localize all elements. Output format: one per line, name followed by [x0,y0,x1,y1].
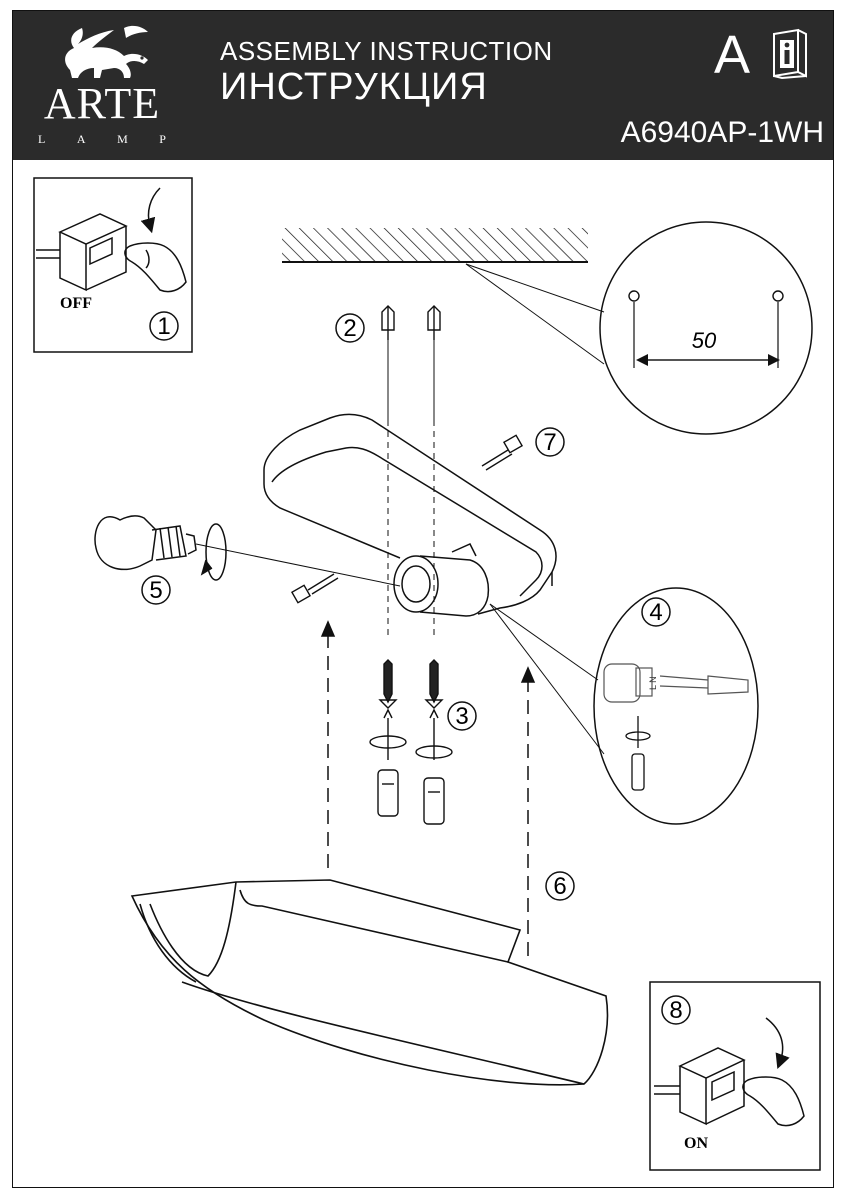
model-number: A6940AP-1WH [620,116,824,149]
section-letter: A [714,25,751,85]
step6-number: 6 [553,873,566,900]
step1-badge [149,311,179,341]
title-english: ASSEMBLY INSTRUCTION [220,36,553,66]
side-screw-top [481,434,524,471]
step8-number: 8 [669,997,682,1024]
wire-labels: L N [648,676,658,690]
mounting-bracket [263,413,557,640]
brand-sub-letter: L [38,132,46,146]
curved-arrow-icon [140,187,161,234]
brand-sub-letter: A [76,132,86,146]
off-label: OFF [60,295,92,312]
on-label: ON [684,1135,708,1152]
title-russian: ИНСТРУКЦИЯ [220,66,488,108]
step5-badge [141,575,171,605]
ceiling [282,228,588,263]
wiring-detail: L N 4 [489,587,759,825]
brand-subtitle: L A M P [38,132,166,147]
info-book-icon [773,28,807,80]
brand-logo: ARTE L A M P [32,18,172,150]
side-screw-bottom [290,573,339,604]
hand-icon [742,1076,805,1127]
step2-badge [335,313,365,343]
step1-number: 1 [157,313,170,340]
step4-number: 4 [649,599,662,626]
brand-sub-letter: M [117,132,128,146]
wall-switch-icon [654,1047,746,1126]
hand-icon [124,242,187,293]
brand-name: ARTE [43,79,161,128]
shade-direction-arrows [320,620,536,956]
wall-switch-icon [36,213,128,292]
dimension-label: 50 [692,328,717,353]
step6-badge [545,871,575,901]
step5-number: 5 [149,577,162,604]
header-bar [12,10,834,160]
light-bulb-icon [94,515,401,587]
page-frame [12,10,834,1188]
brand-sub-letter: P [159,132,166,146]
lamp-socket [393,543,490,617]
step8-switch-on-panel: ON 8 [649,981,821,1171]
step3-badge [447,701,477,731]
curved-arrow-icon [765,1017,790,1070]
step8-badge [661,995,691,1025]
screws-and-screwdrivers [369,659,453,825]
step7-badge [535,427,565,457]
step2-number: 2 [343,315,356,342]
step4-badge [641,597,671,627]
wall-plugs [381,305,441,420]
griffin-logo-icon [65,25,148,78]
step3-number: 3 [455,703,468,730]
drill-spacing-detail: 50 [465,221,813,435]
step1-switch-off-panel: OFF 1 [33,177,193,353]
rotation-arrow-icon [200,523,227,581]
lamp-shade [130,879,609,1086]
step7-number: 7 [543,429,556,456]
